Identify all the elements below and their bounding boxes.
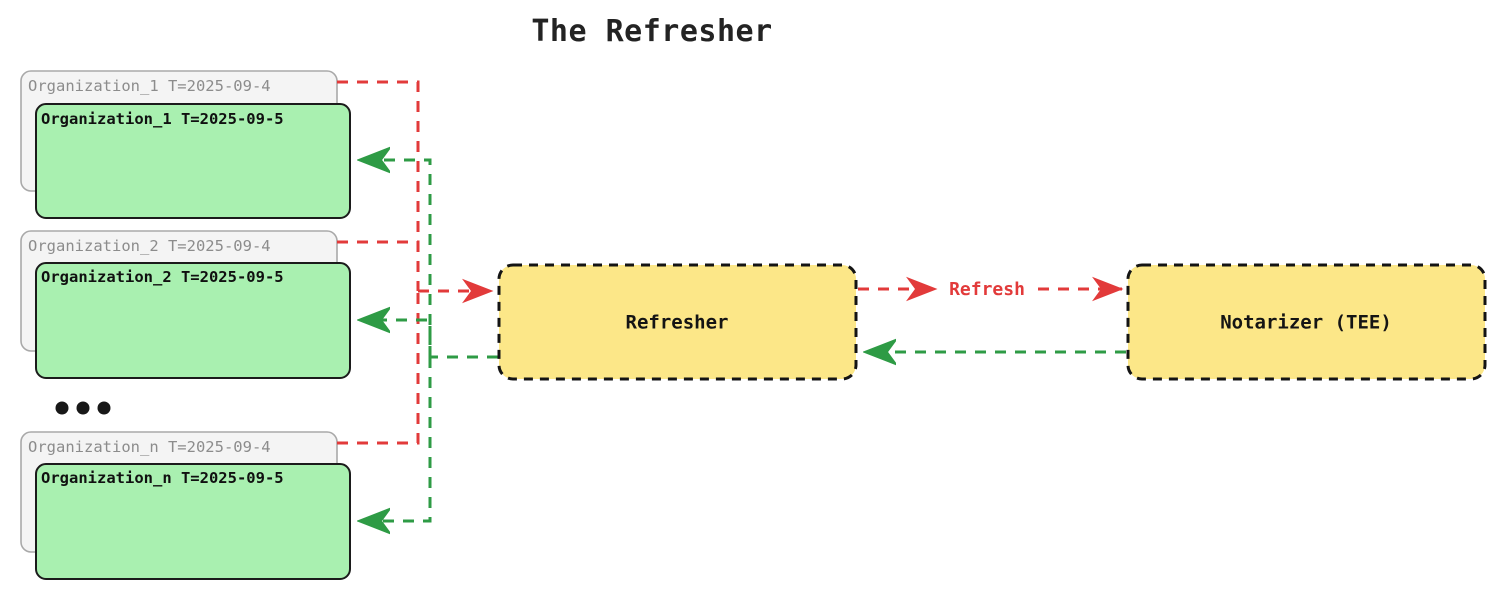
organization-n-fresh-label: Organization_n T=2025-09-5 [41, 469, 284, 487]
notarizer-box[interactable] [1126, 263, 1487, 381]
refresher-box[interactable] [497, 263, 858, 381]
edge-refresher-to-org-2-fresh [360, 320, 432, 357]
organization-1-fresh-label: Organization_1 T=2025-09-5 [41, 110, 284, 128]
page-title: The Refresher [531, 14, 772, 49]
organization-card-group-1: Organization_1 T=2025-09-4 Organization_… [20, 70, 351, 219]
organization-1-fresh-card[interactable] [35, 103, 351, 219]
edge-org-2-stale-to-refresher [337, 240, 420, 291]
organization-2-fresh-card[interactable] [35, 262, 351, 379]
organization-1-stale-label: Organization_1 T=2025-09-4 [28, 77, 271, 95]
notarizer-node[interactable]: Notarizer (TEE) [1126, 263, 1487, 381]
organization-n-stale-label: Organization_n T=2025-09-4 [28, 438, 271, 456]
ellipsis-dot-3 [97, 401, 111, 415]
ellipsis-indicator [55, 401, 111, 415]
organization-2-stale-label: Organization_2 T=2025-09-4 [28, 237, 271, 255]
ellipsis-dot-2 [76, 401, 90, 415]
refresher-label: Refresher [626, 312, 729, 334]
ellipsis-dot-1 [55, 401, 69, 415]
organization-card-group-n: Organization_n T=2025-09-4 Organization_… [20, 431, 351, 580]
organization-n-fresh-card[interactable] [35, 463, 351, 580]
notarizer-label: Notarizer (TEE) [1220, 312, 1392, 334]
edge-org-n-stale-to-refresher [337, 291, 420, 445]
edge-label-refresh: Refresh [949, 279, 1025, 300]
edge-org-1-stale-to-refresher [337, 80, 420, 291]
organization-card-group-2: Organization_2 T=2025-09-4 Organization_… [20, 230, 351, 379]
edge-refresher-to-org-1-fresh [360, 160, 498, 359]
organization-2-fresh-label: Organization_2 T=2025-09-5 [41, 268, 284, 286]
refresher-node[interactable]: Refresher [497, 263, 858, 381]
edge-refresher-to-org-n-fresh [360, 357, 432, 521]
